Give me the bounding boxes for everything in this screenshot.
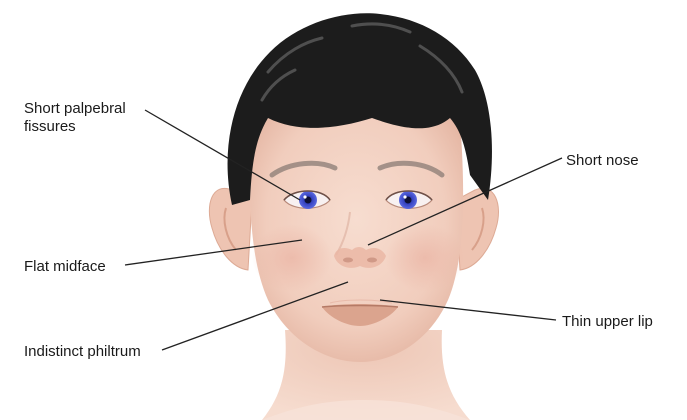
label-indistinct-philtrum: Indistinct philtrum xyxy=(24,343,141,361)
label-flat-midface: Flat midface xyxy=(24,258,106,276)
left-cheek xyxy=(252,224,332,292)
label-short-nose: Short nose xyxy=(566,152,639,170)
label-thin-upper-lip: Thin upper lip xyxy=(562,313,653,331)
label-short-palpebral-fissures: Short palpebral fissures xyxy=(24,100,174,136)
right-cheek xyxy=(385,224,465,292)
